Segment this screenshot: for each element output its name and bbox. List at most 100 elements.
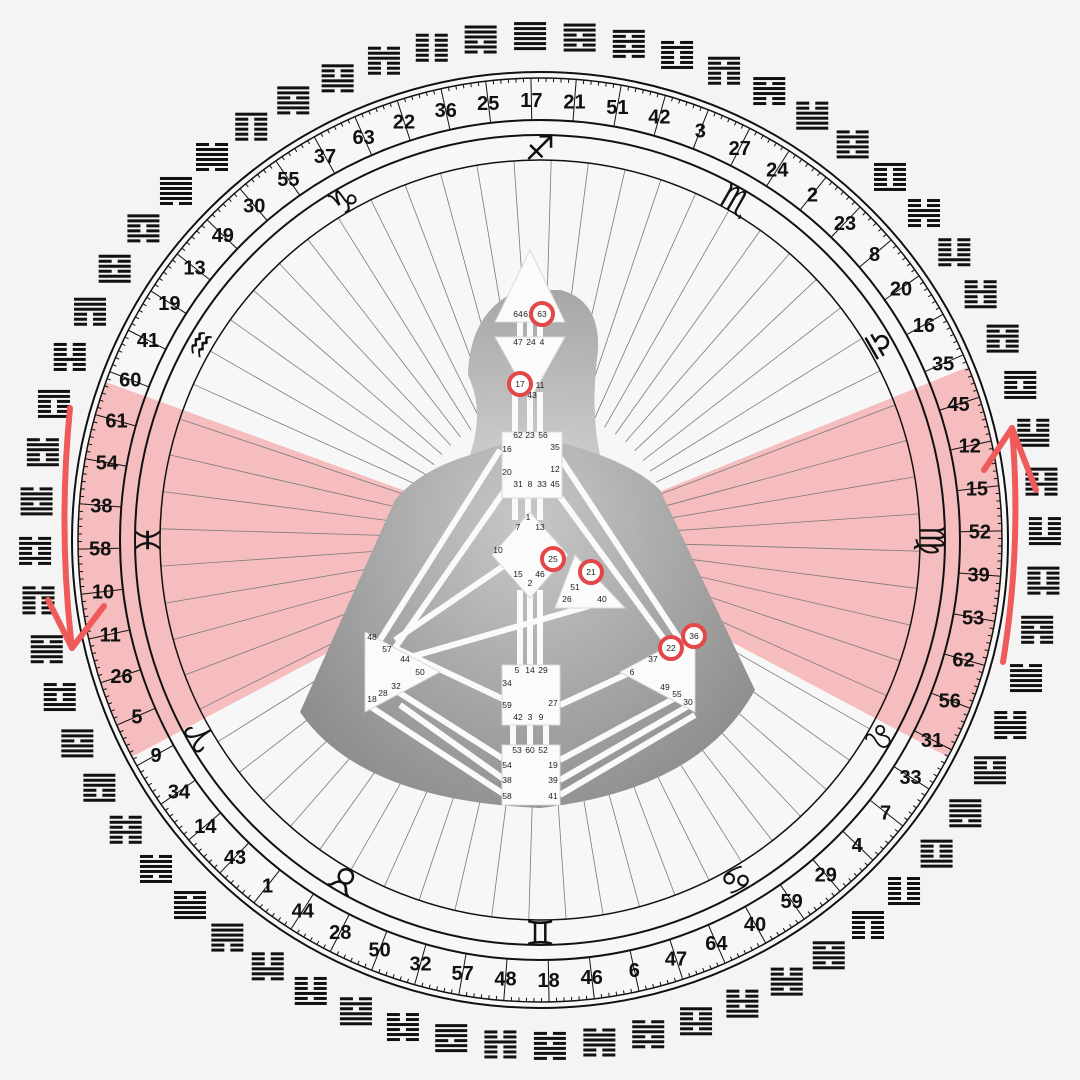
tick: [795, 919, 799, 924]
tick: [89, 436, 94, 438]
tick: [118, 350, 123, 353]
tick: [251, 178, 255, 183]
tick: [597, 81, 600, 86]
body-gate-label: 46: [535, 569, 545, 579]
tick: [629, 950, 640, 992]
gate-number: 3: [695, 120, 706, 142]
spoke: [169, 454, 414, 512]
tick: [300, 144, 304, 149]
tick: [984, 649, 989, 652]
tick: [993, 605, 998, 607]
tick: [744, 906, 767, 944]
activated-gate-marker: [578, 559, 604, 585]
tick: [160, 779, 196, 805]
tick: [981, 418, 986, 421]
tick: [812, 859, 841, 892]
tick: [853, 872, 858, 877]
activated-gate-label: 36: [689, 631, 699, 641]
tick: [962, 361, 967, 364]
tick: [333, 126, 337, 131]
tick: [307, 140, 311, 145]
tick: [953, 613, 995, 622]
tick: [834, 186, 839, 191]
gate-number: 30: [243, 195, 265, 217]
tick: [133, 756, 138, 760]
tick: [455, 85, 458, 90]
tick: [933, 773, 938, 777]
spoke: [642, 307, 841, 461]
tick: [673, 977, 677, 982]
tick: [428, 984, 431, 989]
tick: [82, 473, 87, 475]
tick: [100, 669, 141, 684]
hexagram-icon: [484, 1030, 517, 1059]
tick: [320, 133, 324, 138]
tick: [418, 94, 421, 99]
tick: [547, 959, 550, 1002]
tick: [867, 217, 872, 221]
body-gate-label: 54: [502, 760, 512, 770]
gate-number: 58: [89, 539, 111, 561]
tick: [608, 992, 610, 997]
hexagram-icon: [888, 877, 921, 906]
body-gate-label: 43: [527, 390, 537, 400]
tick: [382, 105, 385, 110]
tick: [830, 206, 861, 238]
tick: [144, 776, 149, 780]
tick: [671, 97, 674, 102]
tick: [859, 867, 863, 872]
tick: [96, 666, 101, 669]
tick: [929, 780, 934, 784]
gate-number: 12: [959, 436, 981, 458]
hexagram-icon: [196, 142, 229, 171]
tick: [831, 892, 835, 897]
tick: [927, 294, 932, 298]
tick: [83, 608, 88, 610]
hexagram-icon: [514, 22, 547, 51]
tick: [121, 343, 126, 346]
body-gate-label: 7: [516, 522, 521, 532]
tick: [113, 716, 118, 719]
tick: [115, 357, 120, 360]
spoke: [604, 210, 730, 428]
activated-gate-label: 17: [515, 379, 525, 389]
spoke: [669, 513, 920, 532]
tick: [678, 99, 681, 104]
body-gate-label: 51: [570, 582, 580, 592]
tick: [968, 699, 974, 702]
activated-gate-label: 63: [537, 309, 547, 319]
gate-number: 43: [224, 847, 246, 869]
gate-number: 13: [183, 258, 205, 280]
tick: [188, 812, 221, 841]
body-gate-label: 20: [502, 467, 512, 477]
body-gate-label: 35: [550, 442, 560, 452]
tick: [239, 188, 268, 221]
tick: [167, 265, 172, 269]
tick: [105, 695, 110, 698]
hexagram-icon: [563, 23, 596, 52]
tick: [921, 792, 926, 796]
body-gate-label: 64: [513, 309, 523, 319]
tick: [924, 354, 964, 373]
gate-number: 23: [834, 213, 856, 235]
tick: [829, 181, 833, 186]
body-gate-label: 33: [537, 479, 547, 489]
spoke: [210, 350, 428, 476]
hexagram-icon: [812, 941, 845, 970]
hexagram-icon: [836, 130, 869, 159]
tick: [219, 842, 250, 874]
tick: [954, 734, 959, 737]
tick: [193, 842, 197, 847]
tick: [228, 198, 232, 202]
body-gate-label: 49: [660, 682, 670, 692]
tick: [79, 503, 122, 508]
body-gate-label: 11: [536, 380, 545, 390]
spoke: [615, 230, 761, 435]
body-gate-label: 41: [548, 791, 558, 801]
tick: [950, 440, 992, 451]
body-gate-label: 52: [538, 745, 548, 755]
tick: [613, 85, 622, 127]
hexagram-icon: [415, 33, 448, 62]
hexagram-icon: [1017, 418, 1050, 447]
